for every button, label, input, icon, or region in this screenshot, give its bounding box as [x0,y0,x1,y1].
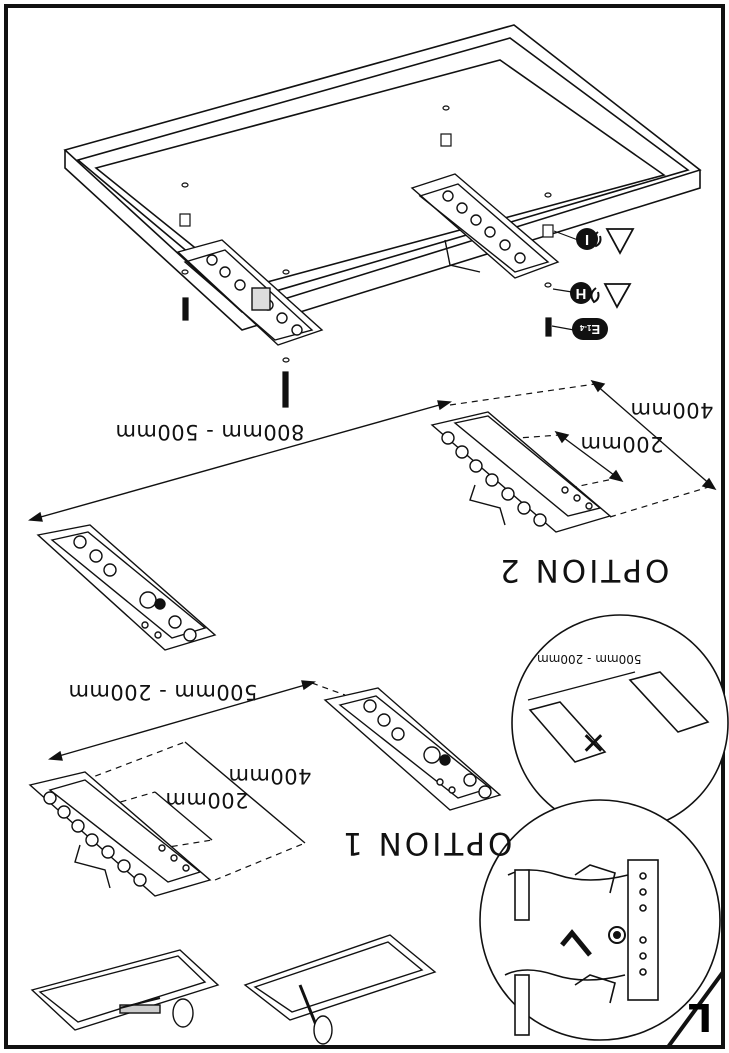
dimension-top-span: 800mm - 500mm [115,420,305,444]
tv-small-left [30,949,220,1031]
dimension-circle-span: 500mm - 200mm [537,652,642,666]
dimension-top-inner: 200mm [580,432,664,456]
detail-circle-span [511,614,729,832]
dimension-bottom-inner: 200mm [165,788,249,812]
option-1-arrows [48,680,316,844]
cross-mark-icon: ✕ [581,724,606,759]
screws-top [179,105,554,408]
bracket-option2-left [36,524,217,651]
check-mark-icon [560,929,592,957]
part-h-badge: H [570,282,592,304]
dimension-bottom-outer: 400mm [228,764,312,788]
dimension-mid-span: 500mm - 200mm [68,680,258,704]
option-1-label: OPTION 1 [340,825,513,861]
dimension-top-outer: 400mm [630,398,714,422]
svg-text:✕: ✕ [581,724,606,759]
bracket-top-right [410,173,560,279]
part-e-letter: E [591,322,601,337]
bracket-option1-left [28,771,212,897]
part-e-badge: E1-4 [572,318,608,340]
option-2-arrows [28,379,717,522]
bracket-top-left [176,239,324,346]
detail-circle-hooks [479,799,721,1041]
page-border [4,4,725,1049]
step-number: L [688,995,713,1039]
part-i-badge: I [576,228,598,250]
option-1-dashes [84,682,346,881]
option-2-label: OPTION 2 [497,552,670,588]
bracket-option1-right [323,687,502,811]
bracket-option2-right [430,411,612,533]
part-e-range: 1-4 [579,323,592,332]
part-leaders [551,230,579,331]
tv-small-right [243,934,437,1045]
step-corner [666,970,725,1049]
screwdriver-icon [608,926,626,944]
